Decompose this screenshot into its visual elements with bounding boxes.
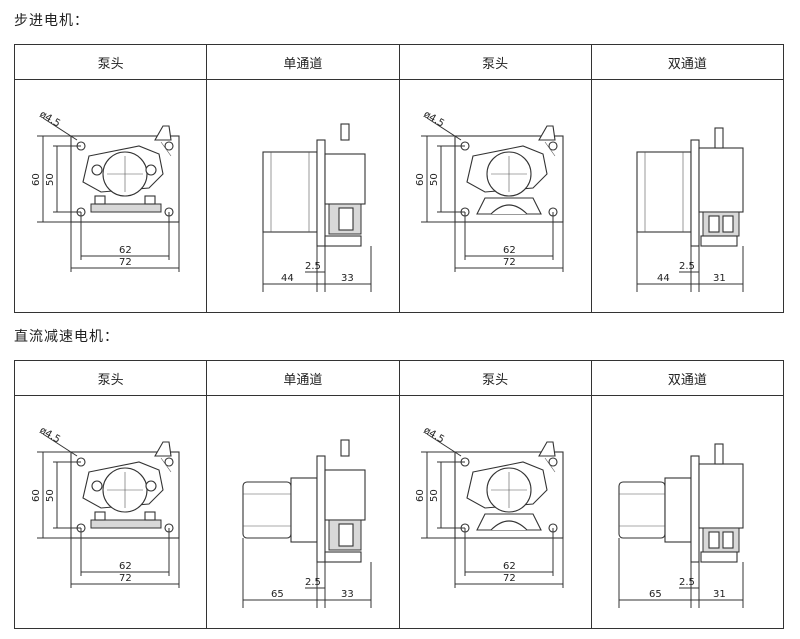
cell-front-view-bracket: ø4.5 60 50 62 72 xyxy=(398,79,592,313)
height-inner-dim: 50 xyxy=(45,489,56,502)
header-single-channel: 单通道 xyxy=(206,44,400,80)
width-outer-dim: 72 xyxy=(503,573,516,584)
height-outer-dim: 60 xyxy=(31,173,42,186)
height-inner-dim: 50 xyxy=(429,489,440,502)
hole-dim: ø4.5 xyxy=(422,109,447,130)
front-view-drawing: ø4.5 60 50 62 72 xyxy=(31,109,180,272)
motor-length-dim: 65 xyxy=(271,589,284,600)
width-inner-dim: 62 xyxy=(119,561,132,572)
cell-side-double: 2.5 65 31 xyxy=(590,395,785,629)
cell-front-view: ø4.5 60 50 62 72 xyxy=(13,79,208,313)
header-double-channel: 双通道 xyxy=(590,44,785,80)
width-inner-dim: 62 xyxy=(503,561,516,572)
width-inner-dim: 62 xyxy=(119,245,132,256)
cell-side-single: 2.5 65 33 xyxy=(206,395,400,629)
head-length-dim: 33 xyxy=(341,273,354,284)
header-double-channel: 双通道 xyxy=(590,360,785,396)
offset-dim: 2.5 xyxy=(679,577,695,588)
head-length-dim: 33 xyxy=(341,589,354,600)
width-inner-dim: 62 xyxy=(503,245,516,256)
front-view-bracket-drawing: ø4.5 60 50 62 72 xyxy=(415,425,564,588)
height-outer-dim: 60 xyxy=(415,489,426,502)
height-outer-dim: 60 xyxy=(415,173,426,186)
header-single-channel: 单通道 xyxy=(206,360,400,396)
offset-dim: 2.5 xyxy=(305,261,321,272)
hole-dim: ø4.5 xyxy=(422,425,447,446)
motor-length-dim: 44 xyxy=(281,273,294,284)
width-outer-dim: 72 xyxy=(119,257,132,268)
header-pump-head: 泵头 xyxy=(398,360,592,396)
dc-gear-dimension-table: 泵头 单通道 泵头 双通道 ø4.5 xyxy=(13,360,785,629)
front-view-bracket-drawing: ø4.5 60 50 62 72 xyxy=(415,109,564,272)
height-outer-dim: 60 xyxy=(31,489,42,502)
section-title-dc-gear: 直流减速电机： xyxy=(14,329,119,345)
side-double-drawing: 2.5 44 31 xyxy=(636,127,744,292)
side-single-drawing: 2.5 44 33 xyxy=(262,123,372,292)
hole-dim: ø4.5 xyxy=(37,109,62,130)
cell-side-double: 2.5 44 31 xyxy=(590,79,785,313)
width-outer-dim: 72 xyxy=(503,257,516,268)
front-view-drawing: ø4.5 60 50 62 72 xyxy=(31,425,180,588)
cell-front-view: ø4.5 60 50 62 72 xyxy=(13,395,208,629)
height-inner-dim: 50 xyxy=(45,173,56,186)
motor-length-dim: 44 xyxy=(657,273,670,284)
head-length-dim: 31 xyxy=(713,589,726,600)
hole-dim: ø4.5 xyxy=(37,425,62,446)
header-pump-head: 泵头 xyxy=(398,44,592,80)
offset-dim: 2.5 xyxy=(305,577,321,588)
width-outer-dim: 72 xyxy=(119,573,132,584)
height-inner-dim: 50 xyxy=(429,173,440,186)
stepper-dimension-table: 泵头 单通道 泵头 双通道 ø4.5 xyxy=(13,44,785,313)
head-length-dim: 31 xyxy=(713,273,726,284)
cell-front-view-bracket: ø4.5 60 50 62 72 xyxy=(398,395,592,629)
cell-side-single: 2.5 44 33 xyxy=(206,79,400,313)
header-pump-head: 泵头 xyxy=(13,360,208,396)
header-pump-head: 泵头 xyxy=(13,44,208,80)
section-title-stepper: 步进电机： xyxy=(14,13,89,29)
side-double-drawing: 2.5 65 31 xyxy=(618,443,744,608)
motor-length-dim: 65 xyxy=(649,589,662,600)
offset-dim: 2.5 xyxy=(679,261,695,272)
side-single-drawing: 2.5 65 33 xyxy=(242,439,372,608)
